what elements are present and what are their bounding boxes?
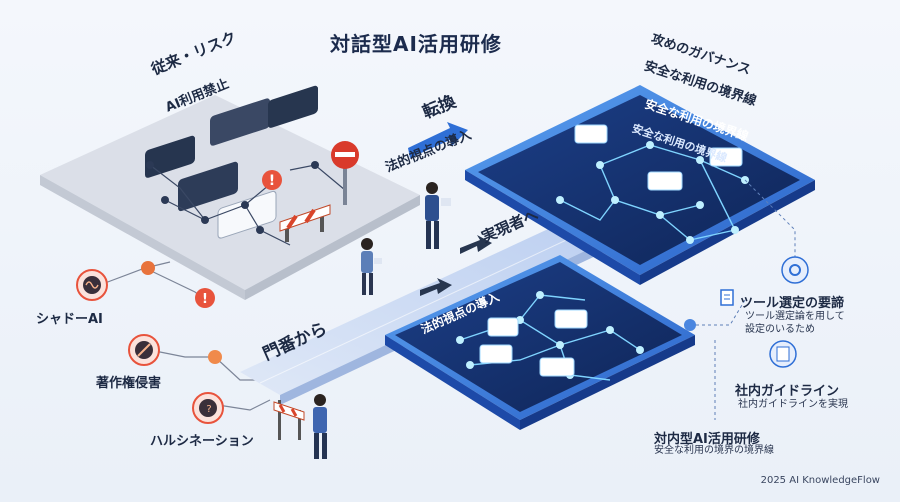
upper-panel-nodes <box>556 141 749 244</box>
document-icon <box>720 289 734 306</box>
person-woman-walking <box>361 238 382 295</box>
risk-label-copyright: 著作権侵害 <box>96 376 162 391</box>
right-item-tool-selection-desc: ツール選定論を用して 設定のいるため <box>745 311 845 335</box>
upper-panel-bubbles <box>574 124 743 191</box>
lower-governance-panel <box>385 255 695 430</box>
connector-node <box>684 319 696 331</box>
transition-arrow <box>408 122 468 158</box>
risk-label-hallucination: ハルシネーション <box>150 434 254 449</box>
person-man-tablet <box>425 182 451 249</box>
page-title: 対話型AI活用研修 <box>330 32 502 56</box>
right-item-training-desc: 安全な利用の境界の境界線 <box>654 445 774 456</box>
gear-icon <box>781 256 809 284</box>
left-chat-bubbles <box>145 85 318 239</box>
risk-label-shadow-ai: シャドーAI <box>36 312 103 327</box>
right-item-guideline-desc: 社内ガイドラインを実現 <box>738 399 848 410</box>
lower-panel-nodes <box>456 291 644 379</box>
brain-icon <box>76 269 108 301</box>
warning-icon: ! <box>262 170 282 190</box>
head-question-icon: ? <box>192 392 224 424</box>
left-network-nodes <box>146 161 319 234</box>
clipboard-icon <box>769 340 797 368</box>
right-item-guideline-title: 社内ガイドライン <box>735 384 840 399</box>
footer-credit: 2025 AI KnowledgeFlow <box>760 475 880 486</box>
upper-panel-network <box>559 144 746 241</box>
lower-panel-bubbles <box>479 309 588 377</box>
small-barrier-icon <box>273 400 305 440</box>
person-guard <box>313 394 327 459</box>
path-arrows <box>420 235 492 296</box>
svg-text:!: ! <box>202 292 208 307</box>
no-copyright-icon <box>128 334 160 366</box>
upper-governance-panel <box>465 85 815 285</box>
svg-text:!: ! <box>269 173 275 189</box>
right-item-tool-selection-title: ツール選定の要諦 <box>740 296 845 311</box>
svg-text:?: ? <box>206 404 211 415</box>
no-entry-sign-icon <box>331 141 359 205</box>
risk-warning-orbs: ! <box>141 261 222 364</box>
road-barrier-icon <box>279 204 331 242</box>
right-item-training-title: 対内型AI活用研修 <box>654 432 760 447</box>
